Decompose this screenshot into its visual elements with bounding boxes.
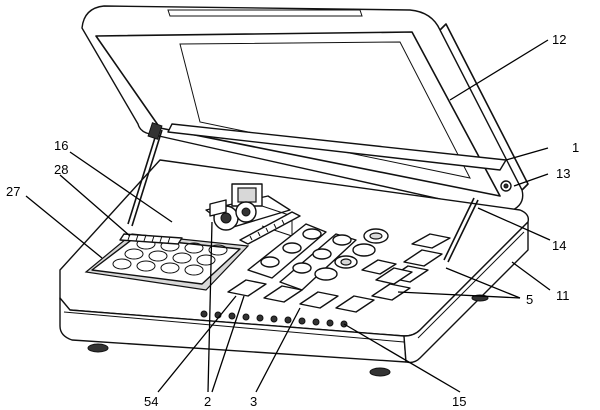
label-11: 11 (556, 288, 570, 303)
round-modules (260, 228, 389, 281)
label-15: 15 (452, 394, 466, 409)
label-13: 13 (556, 166, 570, 181)
label-14: 14 (552, 238, 566, 253)
gas-struts (127, 122, 512, 263)
well-grid (112, 238, 228, 276)
label-16: 16 (54, 138, 68, 153)
reference-numerals: 12 1 13 16 28 27 14 11 5 54 2 3 15 (6, 32, 579, 409)
label-27: 27 (6, 184, 20, 199)
label-3: 3 (250, 394, 257, 409)
leader-lines (25, 39, 551, 393)
label-12: 12 (552, 32, 566, 47)
label-28: 28 (54, 162, 68, 177)
label-2: 2 (204, 394, 211, 409)
label-1: 1 (572, 140, 579, 155)
central-mechanism (205, 183, 293, 237)
label-54: 54 (144, 394, 158, 409)
label-5: 5 (526, 292, 533, 307)
well-tray (84, 233, 250, 291)
front-connectors (200, 310, 348, 328)
square-sockets (227, 233, 451, 313)
